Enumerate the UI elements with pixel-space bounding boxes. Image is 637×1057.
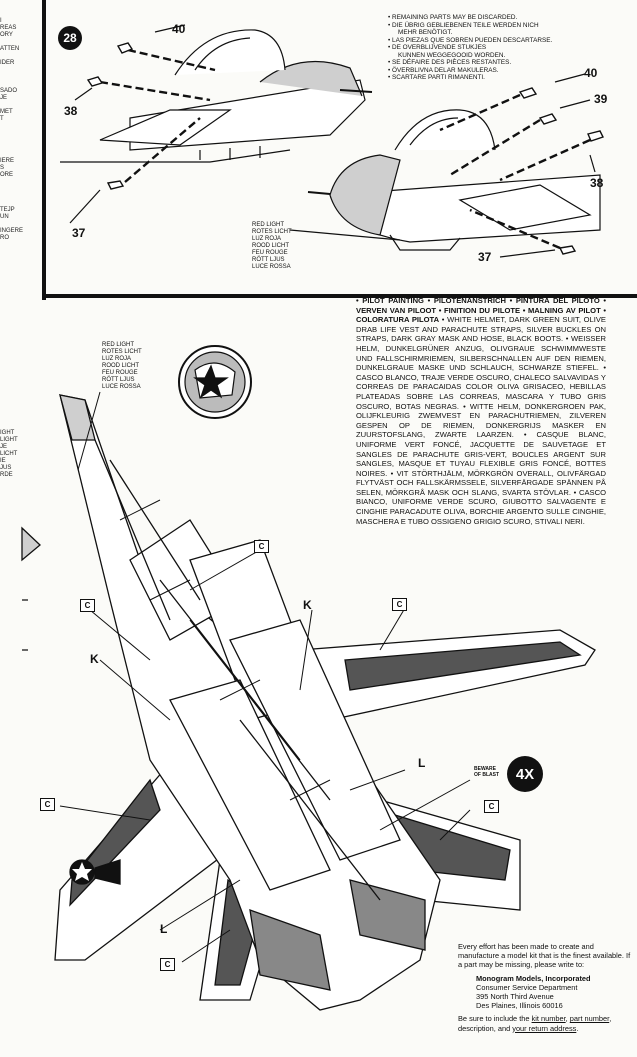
remaining-line: • LAS PIEZAS QUE SOBREN PUEDEN DESCARTAR… <box>388 36 553 44</box>
part-number-38-left: 38 <box>64 104 78 118</box>
leader-37-left <box>69 189 101 224</box>
leader-37-right <box>499 249 556 258</box>
callout-l: L <box>418 756 426 770</box>
red-light-line: FEU ROUGE <box>102 370 138 376</box>
remaining-line: • SCARTARE PARTI RIMANENTI. <box>388 74 485 81</box>
remaining-line: KUNNEN WEGGEGOOID WORDEN. <box>398 51 506 59</box>
frame-vertical-rule <box>42 0 46 300</box>
callout-k: K <box>303 598 312 612</box>
remaining-parts-note: • REMAINING PARTS MAY BE DISCARDED. • DI… <box>388 14 588 82</box>
footer-intro: Every effort has been made to create and… <box>458 942 631 970</box>
red-light-line: LUZ ROJA <box>252 236 282 242</box>
red-light-line: FEU ROUGE <box>252 250 288 256</box>
pilot-painting-instructions: • PILOT PAINTING • PILOTENANSTRICH • PIN… <box>356 296 606 526</box>
remaining-line: • REMAINING PARTS MAY BE DISCARDED. <box>388 14 518 21</box>
aircraft-underside <box>21 394 596 1011</box>
footer-sep1: , <box>565 1014 570 1024</box>
part-number-40-left: 40 <box>172 22 186 36</box>
red-light-line: ROOD LICHT <box>252 243 290 249</box>
footer-include-note: Be sure to include the kit number, part … <box>458 1014 634 1032</box>
red-light-label-main: RED LIGHT ROTES LICHT LUZ ROJA ROOD LICH… <box>102 342 142 391</box>
footer-sep3: , and <box>493 1023 513 1033</box>
edge-text-top: I REAS ORY ATTEN IDER SADO JE MET T IERE… <box>0 18 24 241</box>
callout-c: C <box>254 540 269 553</box>
red-light-line: RED LIGHT <box>252 222 285 228</box>
red-light-line: RÖTT LJUS <box>102 377 135 383</box>
footer-dept: Consumer Service Department <box>476 982 578 992</box>
red-light-line: ROTES LICHT <box>252 229 292 235</box>
callout-l: L <box>160 922 168 936</box>
footer-part-number: part number <box>569 1014 610 1024</box>
callout-c: C <box>80 599 95 612</box>
red-light-line: LUCE ROSSA <box>252 264 291 270</box>
nose-section-right <box>307 109 601 251</box>
red-light-line: LUZ ROJA <box>102 356 132 362</box>
red-light-line: ROTES LICHT <box>102 349 142 355</box>
callout-c: C <box>160 958 175 971</box>
footer-return-address: your return address <box>512 1023 577 1033</box>
nose-section-left <box>60 29 373 163</box>
remaining-line: • ÖVERBLIVNA DELAR MAKULERAS. <box>388 66 499 74</box>
leader-39-right <box>559 99 591 109</box>
beware-of-blast-label: BEWARE OF BLAST <box>474 766 499 778</box>
red-light-line: RÖTT LJUS <box>252 257 285 263</box>
part-number-39-right: 39 <box>594 92 608 106</box>
edge-text-mid: IGHT LIGHT JE LICHT IE JUS RDE <box>0 430 18 478</box>
part-pins-left <box>86 42 134 190</box>
attach-lines-left <box>99 48 216 183</box>
callout-c: C <box>40 798 55 811</box>
remaining-line: • SE DÉFAIRE DES PIÈCES RESTANTES. <box>388 59 512 66</box>
pilot-painting-heading: • PILOT PAINTING • PILOTENANSTRICH • PIN… <box>356 296 606 325</box>
pilot-painting-roundel <box>178 345 252 419</box>
callout-c: C <box>484 800 499 813</box>
footer-street: 395 North Third Avenue <box>476 992 554 1002</box>
red-light-line: LUCE ROSSA <box>102 384 141 390</box>
footer-company: Monogram Models, Incorporated <box>476 973 591 983</box>
part-pins-right <box>518 87 604 255</box>
step-number-badge: 28 <box>58 26 82 50</box>
footer-include-prefix: Be sure to include the <box>458 1014 532 1024</box>
leader-40-left <box>154 24 186 33</box>
leader-38-right <box>589 154 596 173</box>
scale-badge-4x: 4X <box>507 756 543 792</box>
red-light-line: RED LIGHT <box>102 342 135 348</box>
footer-description: description <box>458 1023 494 1033</box>
callout-c: C <box>392 598 407 611</box>
callout-k: K <box>90 652 99 666</box>
callout-leaders <box>59 391 471 963</box>
remaining-line: • DE OVERBLIJVENDE STUKJES <box>388 44 487 51</box>
footer-kit-number: kit number <box>531 1014 566 1024</box>
remaining-line: MEHR BENÖTIGT. <box>398 29 453 36</box>
footer-sep2: , <box>609 1014 612 1024</box>
leader-38-left <box>74 87 93 101</box>
customer-service-note: Every effort has been made to create and… <box>458 942 634 1033</box>
red-light-label-top: RED LIGHT ROTES LICHT LUZ ROJA ROOD LICH… <box>252 222 292 271</box>
leader-red-light-top <box>289 229 401 241</box>
part-number-37-right: 37 <box>478 250 492 264</box>
leader-40-right <box>554 73 586 83</box>
part-number-40-right: 40 <box>584 66 598 80</box>
frame-horizontal-rule <box>42 294 637 298</box>
footer-end: . <box>576 1023 579 1033</box>
remaining-line: • DIE ÜBRIG GEBLIEBENEN TEILE WERDEN NIC… <box>388 21 539 29</box>
red-light-line: ROOD LICHT <box>102 363 140 369</box>
part-number-38-right: 38 <box>590 176 604 190</box>
attach-lines-right <box>439 93 591 250</box>
pilot-painting-body: • WHITE HELMET, DARK GREEN SUIT, OLIVE D… <box>356 315 606 526</box>
part-number-37-left: 37 <box>72 226 86 240</box>
footer-city: Des Plaines, Illinois 60016 <box>476 1001 563 1011</box>
